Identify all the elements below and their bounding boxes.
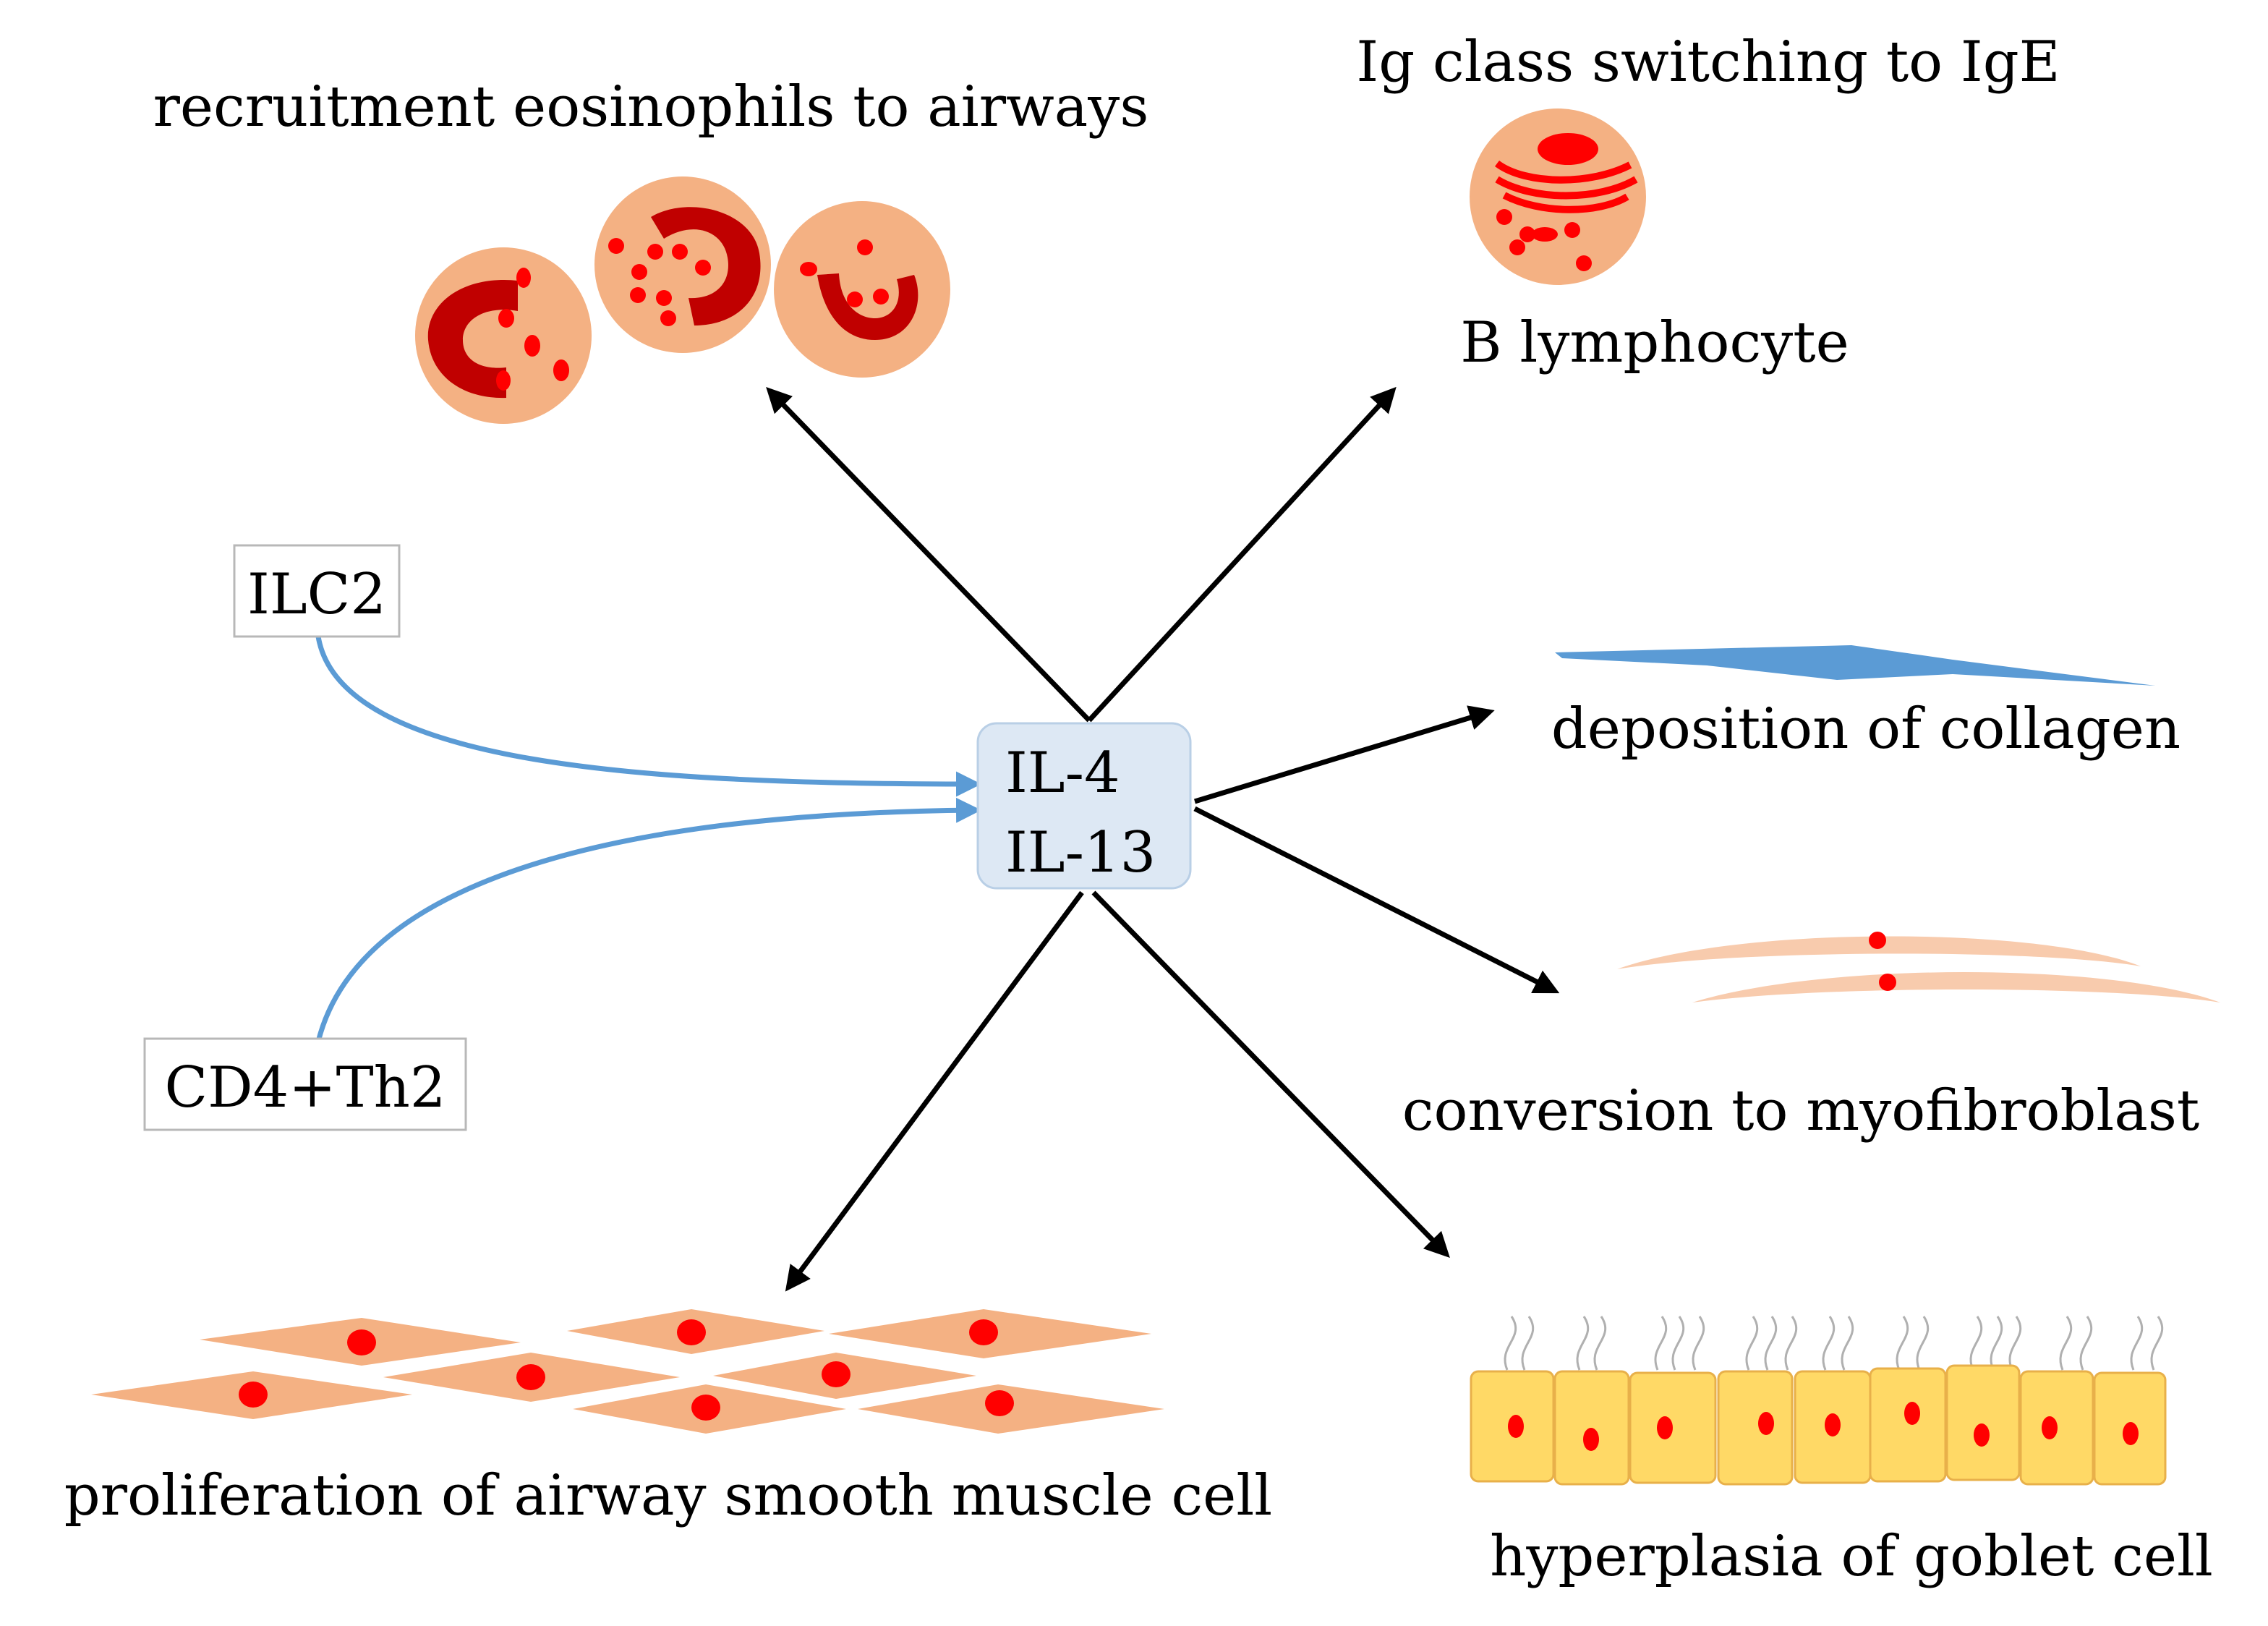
- cd4-th2-label: CD4+Th2: [164, 1055, 446, 1120]
- cytokine-il13: IL-13: [1005, 820, 1156, 885]
- ilc2-box: ILC2: [233, 544, 401, 638]
- collagen-label: deposition of collagen: [1551, 697, 2180, 762]
- collagen-illustration: [1555, 645, 2155, 686]
- goblet-label: hyperplasia of goblet cell: [1490, 1524, 2213, 1589]
- cd4-th2-box: CD4+Th2: [143, 1037, 467, 1131]
- ilc2-label: ILC2: [247, 562, 386, 627]
- eosinophil-cell-1: [415, 247, 592, 424]
- goblet-cells: [1470, 1364, 2167, 1486]
- goblet-illustration: [1470, 1316, 2167, 1486]
- cytokine-box: IL-4 IL-13: [976, 722, 1192, 890]
- myofibroblast-label: conversion to myofibroblast: [1402, 1078, 2199, 1144]
- cd4-to-center-arrow: [315, 797, 981, 1042]
- eosinophil-cell-2: [594, 176, 771, 353]
- b-lymphocyte-label: B lymphocyte: [1460, 310, 1849, 375]
- ig-switch-label: Ig class switching to IgE: [1356, 30, 2060, 95]
- eosinophils-label: recruitment eosinophils to airways: [153, 75, 1149, 140]
- eosinophil-cell-3: [774, 201, 950, 378]
- arrow-to-collagen: [1193, 705, 1495, 804]
- b-lymphocyte-illustration: [1470, 108, 1646, 285]
- smooth-muscle-label: proliferation of airway smooth muscle ce…: [64, 1463, 1273, 1528]
- ilc2-to-center-arrow: [315, 636, 981, 797]
- cilia: [1504, 1316, 2164, 1371]
- arrow-to-smooth-muscle: [785, 890, 1084, 1292]
- arrow-to-eosinophils: [766, 386, 1091, 723]
- smooth-muscle-illustration: [91, 1309, 1164, 1434]
- arrow-to-myofibroblast: [1193, 806, 1560, 994]
- eosinophils-illustration: [415, 176, 950, 424]
- arrow-to-goblet: [1091, 890, 1450, 1259]
- arrow-to-b-lymphocyte: [1087, 386, 1397, 723]
- myofibroblast-illustration: [1617, 932, 2220, 1003]
- cytokine-il4: IL-4: [1005, 741, 1120, 806]
